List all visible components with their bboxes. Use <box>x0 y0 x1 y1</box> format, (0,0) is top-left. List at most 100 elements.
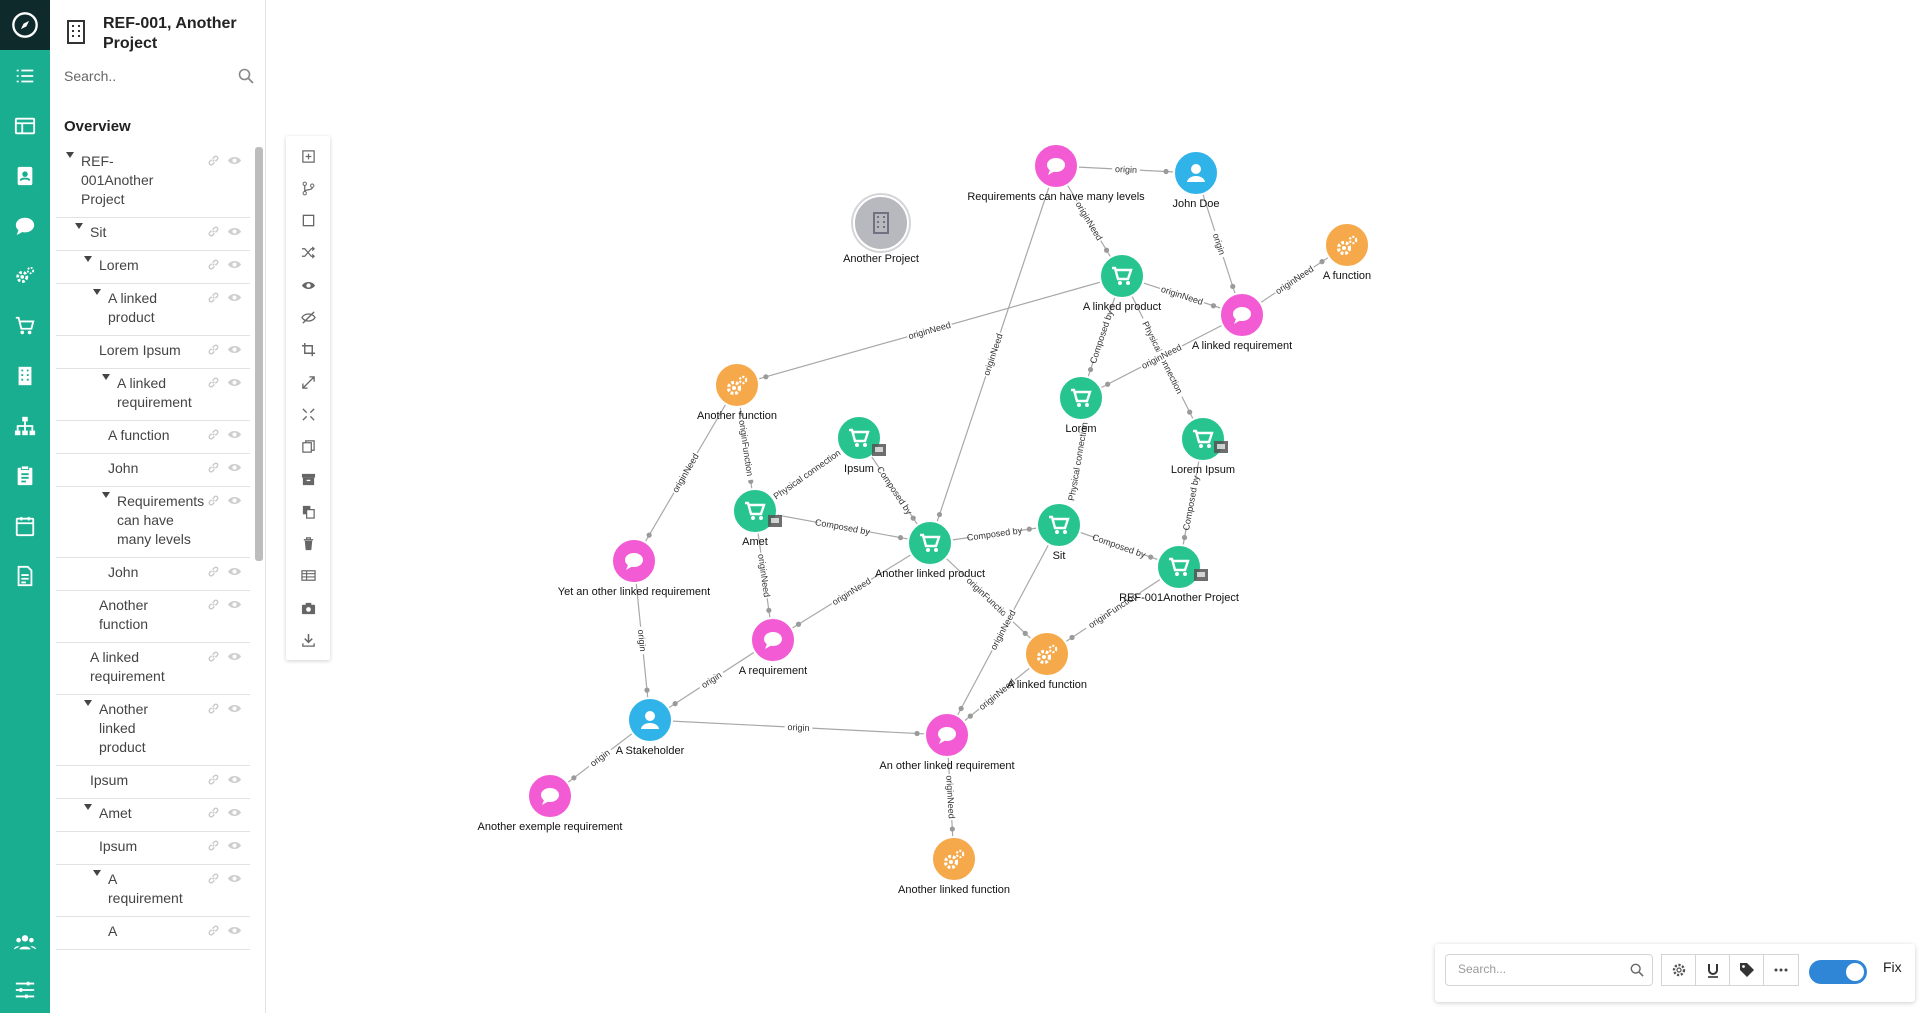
eye-icon[interactable] <box>227 839 242 852</box>
graph-canvas[interactable]: originoriginNeedoriginoriginNeedoriginNe… <box>270 0 1920 1013</box>
node-circle[interactable] <box>1036 502 1082 548</box>
square-button[interactable] <box>286 207 330 235</box>
caret-down-icon[interactable] <box>102 374 110 380</box>
graph-edge[interactable]: originFunction <box>929 542 1048 655</box>
task-list-icon[interactable] <box>0 58 50 94</box>
tree-item[interactable]: Sit <box>56 217 250 251</box>
tree-item[interactable]: Ipsum <box>56 765 250 799</box>
eye-icon[interactable] <box>227 806 242 819</box>
graph-node-another-linked-function[interactable]: Another linked function <box>898 836 1010 896</box>
graph-node-linked-req[interactable]: A linked requirement <box>1192 292 1292 352</box>
graph-node-amet[interactable]: Amet <box>732 488 778 548</box>
caret-down-icon[interactable] <box>93 289 101 295</box>
caret-down-icon[interactable] <box>66 152 74 158</box>
eye-icon[interactable] <box>227 494 242 507</box>
tree-item[interactable]: John <box>56 453 250 487</box>
duplicate-button[interactable] <box>286 497 330 525</box>
fix-toggle[interactable] <box>1809 960 1867 984</box>
graph-node-john[interactable]: John Doe <box>1172 150 1220 210</box>
copy-button[interactable] <box>286 433 330 461</box>
crop-button[interactable] <box>286 336 330 364</box>
graph-edge[interactable]: originNeed <box>736 275 1123 386</box>
node-circle[interactable] <box>907 520 953 566</box>
gears-icon[interactable] <box>0 258 50 294</box>
graph-node-a-linked-function[interactable]: A linked function <box>1007 631 1087 691</box>
graph-search-input[interactable] <box>1456 961 1620 977</box>
tree-item[interactable]: Amet <box>56 798 250 832</box>
graph-edge[interactable]: origin <box>1055 162 1197 176</box>
table-button[interactable] <box>286 562 330 590</box>
graph-node-another-function[interactable]: Another function <box>697 362 777 422</box>
graph-edge[interactable]: originFunction <box>1046 566 1180 655</box>
link-icon[interactable] <box>207 225 220 238</box>
link-icon[interactable] <box>207 773 220 786</box>
graph-node-stakeholder[interactable]: A Stakeholder <box>616 697 685 757</box>
graph-edge[interactable]: origin <box>633 560 651 721</box>
graph-node-sit[interactable]: Sit <box>1036 502 1082 562</box>
graph-node-a-req[interactable]: A requirement <box>739 617 807 677</box>
link-icon[interactable] <box>207 924 220 937</box>
eye-icon[interactable] <box>227 154 242 167</box>
link-icon[interactable] <box>207 428 220 441</box>
caret-down-icon[interactable] <box>93 870 101 876</box>
link-icon[interactable] <box>207 806 220 819</box>
graph-edge[interactable]: originNeed <box>929 165 1057 544</box>
link-icon[interactable] <box>207 650 220 663</box>
link-icon[interactable] <box>207 461 220 474</box>
tree-search-input[interactable] <box>64 64 224 88</box>
calendar-icon[interactable] <box>0 508 50 544</box>
node-circle[interactable] <box>1180 416 1226 462</box>
building-icon[interactable] <box>0 358 50 394</box>
eye-icon[interactable] <box>227 924 242 937</box>
link-icon[interactable] <box>207 872 220 885</box>
eye-icon[interactable] <box>227 565 242 578</box>
link-icon[interactable] <box>207 343 220 356</box>
chat-icon[interactable] <box>0 208 50 244</box>
eye-icon[interactable] <box>227 343 242 356</box>
sliders-icon[interactable] <box>0 972 50 1008</box>
tree-item[interactable]: Lorem <box>56 250 250 284</box>
contact-card-icon[interactable] <box>0 158 50 194</box>
eye-icon[interactable] <box>227 376 242 389</box>
graph-node-linked-product[interactable]: A linked product <box>1083 253 1161 313</box>
caret-down-icon[interactable] <box>84 700 92 706</box>
graph-node-a-function[interactable]: A function <box>1323 222 1371 282</box>
tree-item[interactable]: A <box>56 916 250 950</box>
link-icon[interactable] <box>207 258 220 271</box>
caret-down-icon[interactable] <box>102 492 110 498</box>
tree-item[interactable]: Lorem Ipsum <box>56 335 250 369</box>
graph-node-another-linked-product[interactable]: Another linked product <box>875 520 985 580</box>
show-button[interactable] <box>286 271 330 299</box>
node-circle[interactable] <box>1099 253 1145 299</box>
eye-icon[interactable] <box>227 598 242 611</box>
document-icon[interactable] <box>0 558 50 594</box>
node-circle[interactable] <box>853 195 909 251</box>
tree-item[interactable]: Ipsum <box>56 831 250 865</box>
clipboard-icon[interactable] <box>0 458 50 494</box>
graph-edge[interactable]: originNeed <box>944 734 958 860</box>
graph-node-lorem[interactable]: Lorem <box>1058 375 1104 435</box>
eye-icon[interactable] <box>227 225 242 238</box>
eye-icon[interactable] <box>227 702 242 715</box>
search-icon[interactable] <box>238 68 254 84</box>
fit-button[interactable] <box>286 400 330 428</box>
expand-button[interactable] <box>286 368 330 396</box>
more-button[interactable] <box>1763 954 1799 986</box>
graph-node-project[interactable]: Another Project <box>843 193 919 265</box>
graph-node-other-req[interactable]: An other linked requirement <box>879 712 1015 772</box>
graph-edge[interactable]: originNeed <box>772 542 931 641</box>
graph-node-yet-req[interactable]: Yet an other linked requirement <box>558 538 710 598</box>
link-icon[interactable] <box>207 702 220 715</box>
eye-icon[interactable] <box>227 428 242 441</box>
hide-button[interactable] <box>286 304 330 332</box>
graph-node-exemple-req[interactable]: Another exemple requirement <box>478 773 623 833</box>
tree-item[interactable]: John <box>56 557 250 591</box>
compass-logo-icon[interactable] <box>0 0 50 50</box>
link-icon[interactable] <box>207 154 220 167</box>
archive-button[interactable] <box>286 465 330 493</box>
